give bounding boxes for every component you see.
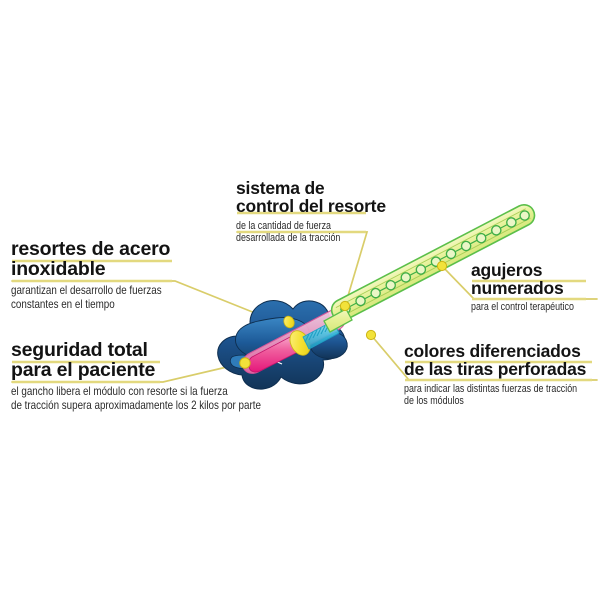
callout-seguridad-total-para-el-paciente: seguridad total para el paciente el ganc… xyxy=(11,339,309,413)
dot-agujeros xyxy=(436,260,448,272)
heading-underlines xyxy=(12,211,592,384)
strip-hole-links xyxy=(349,216,522,308)
body-line-1: para el control terapéutico xyxy=(471,300,574,313)
callout-colores-diferenciados: colores diferenciados de las tiras perfo… xyxy=(404,341,600,408)
cap-yellow xyxy=(283,315,295,329)
body-line-2: constantes en el tiempo xyxy=(11,297,115,311)
callout-heading: resortes de acero inoxidable xyxy=(11,238,190,280)
heading-line-2: para el paciente xyxy=(11,358,156,381)
callout-heading: colores diferenciados de las tiras perfo… xyxy=(404,341,600,379)
callout-agujeros-numerados: agujeros numerados para el control terap… xyxy=(471,260,594,314)
callout-body: para el control terapéutico xyxy=(471,301,574,314)
body-line-2: de tracción supera aproximadamente los 2… xyxy=(11,398,261,412)
callout-heading: seguridad total para el paciente xyxy=(11,339,309,381)
perforated-strip xyxy=(330,204,536,322)
heading-line-2: inoxidable xyxy=(11,257,106,280)
callout-body: garantizan el desarrollo de fuerzas cons… xyxy=(11,284,162,312)
body-line-1: el gancho libera el módulo con resorte s… xyxy=(11,384,228,398)
body-line-2: desarrollada de la tracción xyxy=(236,232,341,245)
body-line-1: de la cantidad de fuerza xyxy=(236,219,331,232)
callout-body: el gancho libera el módulo con resorte s… xyxy=(11,385,261,413)
heading-line-1: colores diferenciados xyxy=(404,341,581,361)
dot-seguridad xyxy=(239,357,251,369)
heading-line-2: de las tiras perforadas xyxy=(404,358,587,379)
heading-line-1: agujeros xyxy=(471,260,543,280)
heading-line-2: control del resorte xyxy=(236,195,386,216)
callout-resortes-de-acero-inoxidable: resortes de acero inoxidable garantizan … xyxy=(11,238,190,312)
callout-heading: agujeros numerados xyxy=(471,260,594,298)
body-line-1: garantizan el desarrollo de fuerzas xyxy=(11,283,162,297)
body-line-1: para indicar las distintas fuerzas de tr… xyxy=(404,382,578,395)
heading-line-1: sistema de xyxy=(236,178,325,198)
strip-centerline-top xyxy=(335,208,526,309)
callout-body: de la cantidad de fuerza desarrollada de… xyxy=(236,220,362,245)
callout-heading: sistema de control del resorte xyxy=(236,178,386,216)
callout-body: para indicar las distintas fuerzas de tr… xyxy=(404,383,577,408)
dot-sistema xyxy=(339,300,351,312)
heading-line-2: numerados xyxy=(471,277,564,298)
leader-dots xyxy=(239,260,448,369)
heading-line-1: resortes de acero xyxy=(11,238,171,260)
callout-sistema-de-control-del-resorte: sistema de control del resorte de la can… xyxy=(236,178,386,245)
core-magenta xyxy=(248,335,301,373)
dot-colores xyxy=(365,329,377,341)
body-line-2: de los módulos xyxy=(404,395,464,408)
heading-line-1: seguridad total xyxy=(11,339,148,361)
